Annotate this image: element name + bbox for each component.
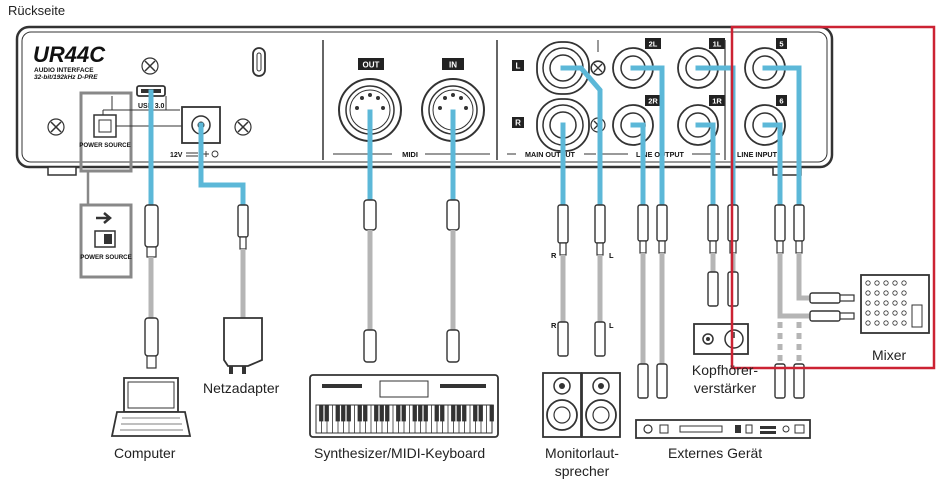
external-device-label: Externes Gerät [668,445,763,461]
mixer-knob [874,290,880,296]
mixer-knob [901,310,907,316]
computer-label: Computer [114,445,176,461]
mixer-knob [892,320,898,326]
mixer-knob [883,300,889,306]
mixer-icon [860,274,930,334]
keyboard-icon [309,374,499,438]
headphone-amplifier-icon [693,323,749,355]
mixer-knob [883,320,889,326]
mixer-knob [874,320,880,326]
mixer-knob [883,310,889,316]
line-input-label: LINE INPUT [737,150,778,159]
mixer-knob [892,310,898,316]
cable-r-label-top: R [551,251,557,260]
mixer-knob [865,300,871,306]
ur44c-rear-panel: UR44C AUDIO INTERFACE 32-bit/192kHz D-PR… [15,25,834,176]
mixer-knob [874,300,880,306]
midi-out-tag [358,58,384,70]
headphone-label-line2: verstärker [693,380,757,396]
mixer-label: Mixer [872,347,907,363]
laptop-icon [110,377,192,437]
mixer-knob [865,320,871,326]
line-1r-tag: 1R [712,97,722,106]
arrow-right-icon [96,212,112,224]
line-in-cables [774,204,855,399]
external-device-icon [635,419,811,439]
page-title: Rückseite [8,3,66,18]
screw-icon [47,118,65,136]
line-1l-tag: 1L [713,40,722,49]
main-output-l-label: L [516,62,521,71]
model-subtitle-2: 32-bit/192kHz D-PRE [34,74,98,81]
mixer-knob [892,290,898,296]
cable-l-label-bottom: L [609,321,614,330]
security-slot [252,47,266,77]
midi-in-label: IN [449,61,457,70]
mixer-knob [901,300,907,306]
screw-icon [591,61,605,75]
screw-icon [141,57,159,75]
mixer-knob [865,280,871,286]
model-logo: UR44C [33,42,106,67]
monitor-label-line1: Monitorlaut- [545,445,619,461]
mixer-knob [874,280,880,286]
midi-cables [363,199,460,363]
mixer-knob [892,300,898,306]
mixer-knob [865,290,871,296]
line-2l-tag: 2L [649,40,658,49]
line-input-highlight [730,25,936,370]
power-source-label: POWER SOURCE [79,142,131,149]
power-label: 12V [170,152,183,159]
midi-out-label: OUT [363,61,380,70]
power-source-highlight [79,91,133,173]
mixer-knob [883,280,889,286]
keyboard-label: Synthesizer/MIDI-Keyboard [314,445,486,461]
screw-icon [234,118,252,136]
midi-label: MIDI [402,150,418,159]
power-source-detail-label: POWER SOURCE [80,254,132,261]
main-output-label: MAIN OUTPUT [525,150,576,159]
main-output-r-label: R [515,119,521,128]
model-subtitle-1: AUDIO INTERFACE [34,67,94,74]
piano-black-key [489,404,494,422]
mixer-knob [901,320,907,326]
monitor-speaker-icon [581,372,621,438]
monitor-cables [557,204,606,357]
mixer-knob [892,280,898,286]
mixer-knob [883,290,889,296]
adapter-label: Netzadapter [203,380,280,396]
mixer-knob [901,290,907,296]
power-adapter-cable [237,204,249,320]
monitor-label-line2: sprecher [554,463,610,479]
mixer-knob [901,280,907,286]
input-5-tag: 5 [779,40,783,49]
power-source-detail: POWER SOURCE [79,171,133,279]
midi-in-tag [442,58,464,70]
usb-cable [144,204,159,369]
cable-r-label-bottom: R [551,321,557,330]
mixer-knob [874,310,880,316]
monitor-speaker-icon [542,372,582,438]
line-2r-tag: 2R [648,97,658,106]
input-6-tag: 6 [779,97,783,106]
power-adapter-icon [223,317,263,374]
mixer-knob [865,310,871,316]
cable-l-label-top: L [609,251,614,260]
headphone-label-line1: Kopfhörer- [691,362,759,378]
